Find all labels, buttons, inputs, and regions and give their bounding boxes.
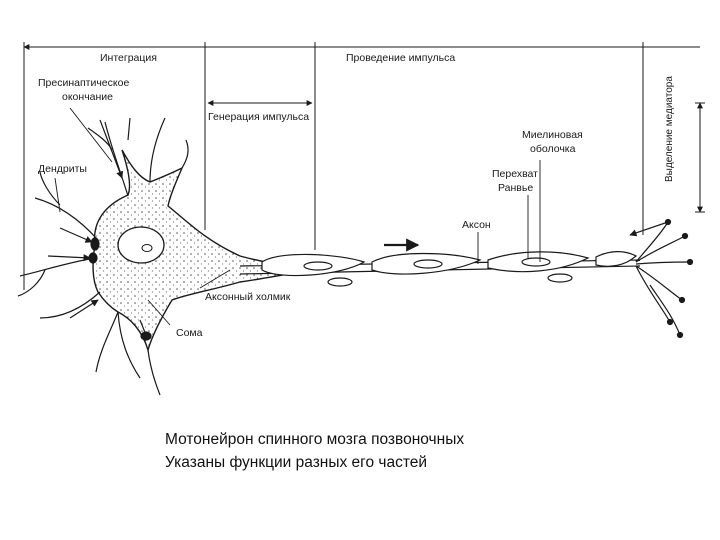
release-label: Выделение медиатора [664, 76, 675, 182]
presynaptic-label-line2: окончание [62, 91, 113, 103]
leader-lines [54, 107, 541, 326]
presynaptic-label-line1: Пресинаптическое [38, 77, 129, 89]
axon-hillock-label: Аксонный холмик [205, 291, 291, 303]
function-brackets [23, 42, 705, 290]
integration-label: Интеграция [100, 52, 157, 64]
myelin-label-line1: Миелиновая [522, 129, 583, 141]
ranvier-label-line1: Перехват [492, 168, 538, 180]
motor-neuron-diagram: Интеграция Проведение импульса Генерация… [17, 42, 705, 396]
conduction-label: Проведение импульса [346, 52, 455, 64]
axon [239, 251, 641, 287]
axon-terminals [629, 218, 694, 339]
soma-label: Сома [176, 327, 203, 339]
dendrites-label: Дендриты [38, 163, 87, 175]
soma-body [92, 149, 301, 353]
axon-label: Аксон [462, 219, 491, 231]
figure-caption: Мотонейрон спинного мозга позвоночных Ук… [165, 428, 685, 474]
presynaptic-terminals [47, 117, 152, 341]
generation-label: Генерация импульса [208, 111, 309, 123]
caption-line-1: Мотонейрон спинного мозга позвоночных [165, 431, 465, 448]
nucleolus [141, 244, 153, 252]
caption-line-2: Указаны функции разных его частей [165, 454, 428, 471]
myelin-label-line2: оболочка [530, 143, 576, 155]
ranvier-label-line2: Ранвье [498, 182, 533, 194]
nucleus [117, 226, 165, 264]
